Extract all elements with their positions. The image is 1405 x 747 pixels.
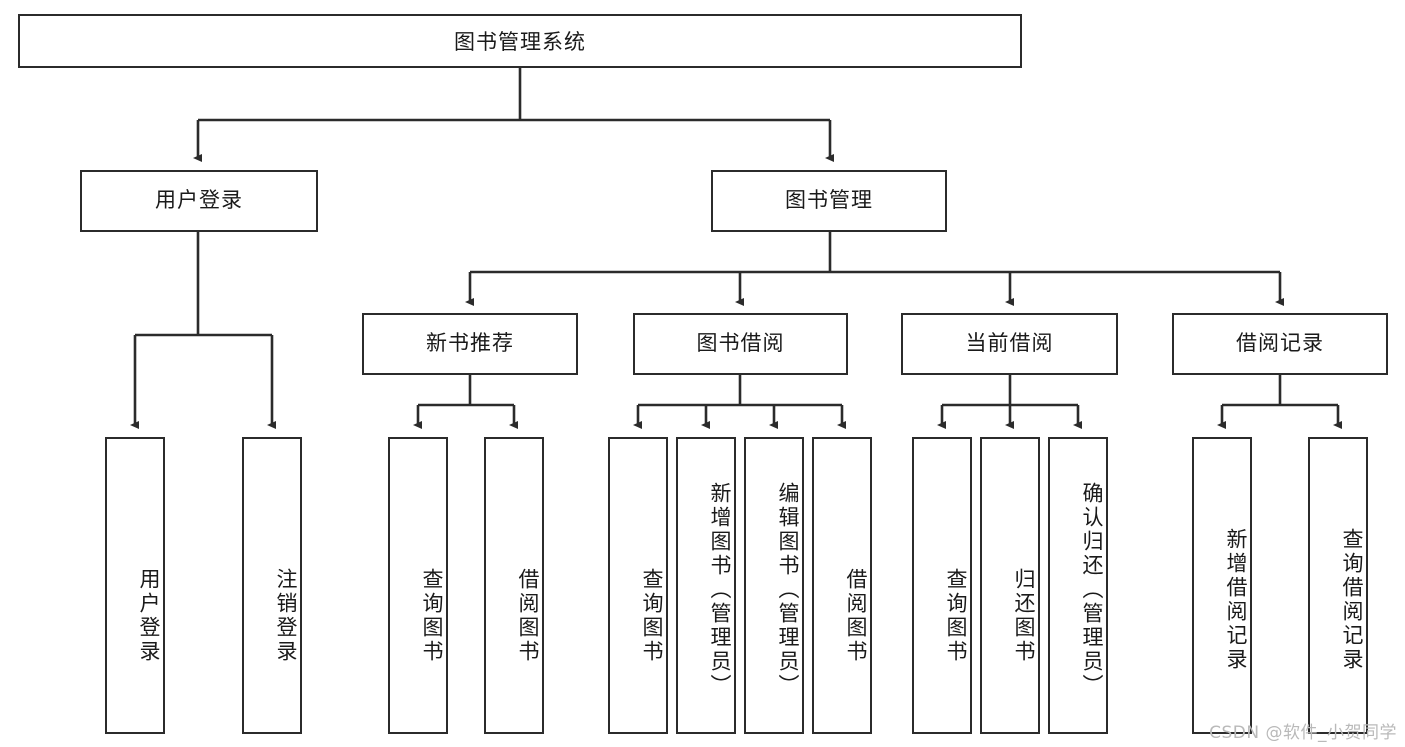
node-leaf-add-record[interactable]: 新增借阅记录 — [1192, 437, 1252, 734]
node-leaf-query-record-label: 查询借阅记录 — [1340, 527, 1364, 672]
node-new-book-recommend-label: 新书推荐 — [426, 331, 514, 356]
node-book-manage-label: 图书管理 — [785, 188, 873, 213]
node-borrow-record[interactable]: 借阅记录 — [1172, 313, 1388, 375]
node-user-login[interactable]: 用户登录 — [80, 170, 318, 232]
node-leaf-add-book-label: 新增图书（管理员） — [708, 481, 732, 698]
node-new-book-recommend[interactable]: 新书推荐 — [362, 313, 578, 375]
node-leaf-logout-login[interactable]: 注销登录 — [242, 437, 302, 734]
node-book-borrow[interactable]: 图书借阅 — [633, 313, 848, 375]
node-current-borrow-label: 当前借阅 — [965, 331, 1054, 356]
node-leaf-borrow-book-1-label: 借阅图书 — [516, 567, 540, 664]
node-leaf-logout-login-label: 注销登录 — [274, 567, 298, 664]
node-borrow-record-label: 借阅记录 — [1236, 331, 1324, 356]
node-leaf-edit-book[interactable]: 编辑图书（管理员） — [744, 437, 804, 734]
node-leaf-confirm-return-label: 确认归还（管理员） — [1080, 481, 1104, 698]
node-leaf-query-book-2-label: 查询图书 — [640, 567, 664, 664]
node-leaf-user-login-label: 用户登录 — [137, 567, 161, 664]
node-root-label: 图书管理系统 — [454, 30, 586, 54]
node-book-manage[interactable]: 图书管理 — [711, 170, 947, 232]
node-leaf-confirm-return[interactable]: 确认归还（管理员） — [1048, 437, 1108, 734]
node-leaf-query-book-3-label: 查询图书 — [944, 567, 968, 664]
csdn-watermark: CSDN @软件_小贺同学 — [1209, 723, 1397, 743]
node-leaf-query-book-1-label: 查询图书 — [420, 567, 444, 664]
node-leaf-add-book[interactable]: 新增图书（管理员） — [676, 437, 736, 734]
node-leaf-query-book-1[interactable]: 查询图书 — [388, 437, 448, 734]
node-leaf-return-book-label: 归还图书 — [1012, 567, 1036, 664]
node-current-borrow[interactable]: 当前借阅 — [901, 313, 1118, 375]
node-leaf-edit-book-label: 编辑图书（管理员） — [776, 481, 800, 698]
node-book-borrow-label: 图书借阅 — [696, 331, 785, 356]
node-leaf-borrow-book-2-label: 借阅图书 — [844, 567, 868, 664]
node-leaf-user-login[interactable]: 用户登录 — [105, 437, 165, 734]
node-leaf-borrow-book-1[interactable]: 借阅图书 — [484, 437, 544, 734]
node-leaf-query-book-3[interactable]: 查询图书 — [912, 437, 972, 734]
node-leaf-query-book-2[interactable]: 查询图书 — [608, 437, 668, 734]
node-leaf-add-record-label: 新增借阅记录 — [1224, 527, 1248, 672]
node-leaf-return-book[interactable]: 归还图书 — [980, 437, 1040, 734]
node-root-system[interactable]: 图书管理系统 — [18, 14, 1022, 68]
node-leaf-query-record[interactable]: 查询借阅记录 — [1308, 437, 1368, 734]
node-user-login-label: 用户登录 — [155, 188, 243, 213]
node-leaf-borrow-book-2[interactable]: 借阅图书 — [812, 437, 872, 734]
